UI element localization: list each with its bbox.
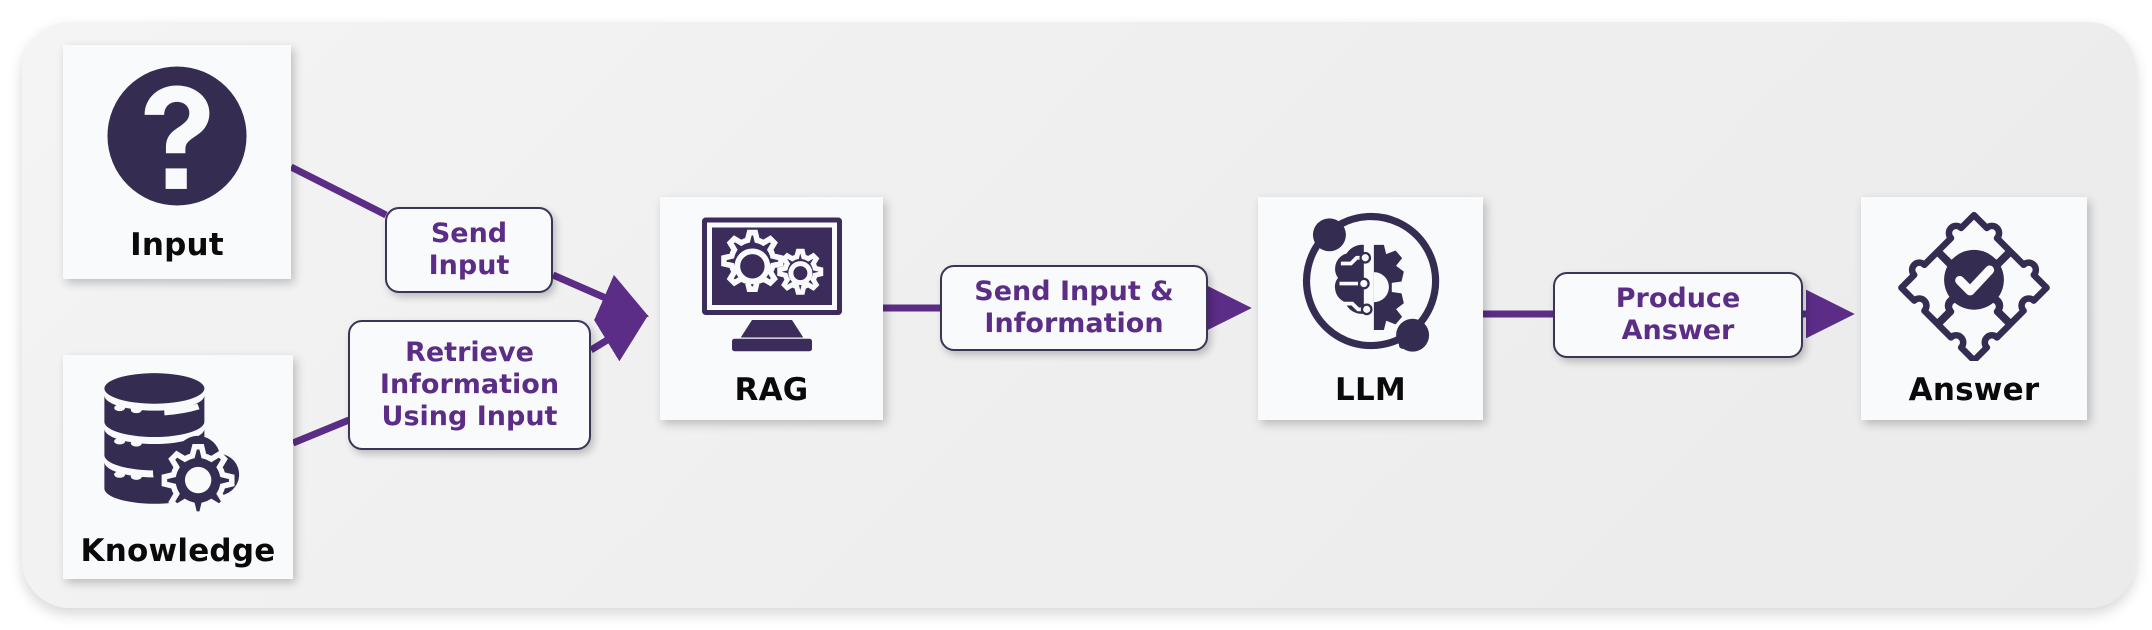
- edge-label-line: Information: [379, 369, 560, 401]
- node-rag[interactable]: RAG: [660, 197, 883, 420]
- node-input[interactable]: Input: [63, 45, 291, 279]
- puzzle-check-icon: [1861, 197, 2087, 372]
- monitor-gears-icon: [660, 197, 883, 372]
- edge-label-send-input[interactable]: Send Input: [385, 207, 553, 293]
- edge-label-line: Send: [430, 218, 508, 250]
- brain-gear-circuit-icon: [1258, 197, 1483, 372]
- edge-label-line: Using Input: [381, 400, 558, 432]
- edge-label-line: Answer: [1621, 315, 1735, 346]
- node-llm-label: LLM: [1335, 372, 1406, 408]
- edge-label-line: Retrieve: [405, 337, 534, 369]
- database-cloud-gear-icon: [63, 355, 293, 533]
- edge-label-line: Produce: [1615, 283, 1741, 315]
- edge-label-line: Information: [984, 308, 1164, 339]
- node-llm[interactable]: LLM: [1258, 197, 1483, 420]
- node-answer[interactable]: Answer: [1861, 197, 2087, 420]
- node-rag-label: RAG: [734, 372, 809, 408]
- node-answer-label: Answer: [1908, 372, 2040, 408]
- node-input-label: Input: [130, 227, 224, 263]
- node-knowledge-label: Knowledge: [80, 533, 276, 569]
- question-mark-circle-icon: [63, 45, 291, 227]
- edge-label-line: Send Input &: [974, 276, 1174, 308]
- edge-label-retrieve-information-using-input[interactable]: Retrieve Information Using Input: [348, 320, 591, 450]
- edge-label-produce-answer[interactable]: Produce Answer: [1553, 272, 1803, 358]
- edge-label-line: Input: [428, 250, 510, 281]
- node-knowledge[interactable]: Knowledge: [63, 355, 293, 579]
- edge-label-send-input-and-information[interactable]: Send Input & Information: [940, 265, 1208, 351]
